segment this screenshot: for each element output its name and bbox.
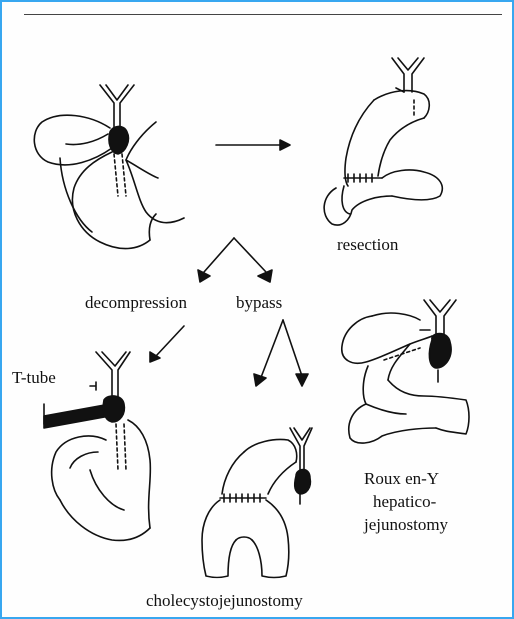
t-tube-drawing xyxy=(43,351,152,542)
roux-en-y-drawing xyxy=(341,299,470,444)
arrow-to-decompression xyxy=(149,325,185,363)
original-anatomy-drawing xyxy=(33,84,185,250)
resection-drawing xyxy=(323,57,444,226)
roux-label-line3: jejunostomy xyxy=(364,515,449,534)
decompression-label: decompression xyxy=(85,293,187,312)
resection-label: resection xyxy=(337,235,399,254)
split-arrows xyxy=(197,237,273,283)
arrows-to-bypass xyxy=(253,319,309,387)
arrow-to-resection xyxy=(215,139,291,151)
roux-label-line2: hepatico- xyxy=(373,492,437,511)
bypass-label: bypass xyxy=(236,293,283,312)
t-tube-label: T-tube xyxy=(12,368,56,387)
cholecystojejunostomy-drawing xyxy=(201,427,313,579)
cholecystojejunostomy-label: cholecystojejunostomy xyxy=(146,591,303,610)
top-rule xyxy=(24,14,502,15)
roux-label-line1: Roux en-Y xyxy=(364,469,440,488)
